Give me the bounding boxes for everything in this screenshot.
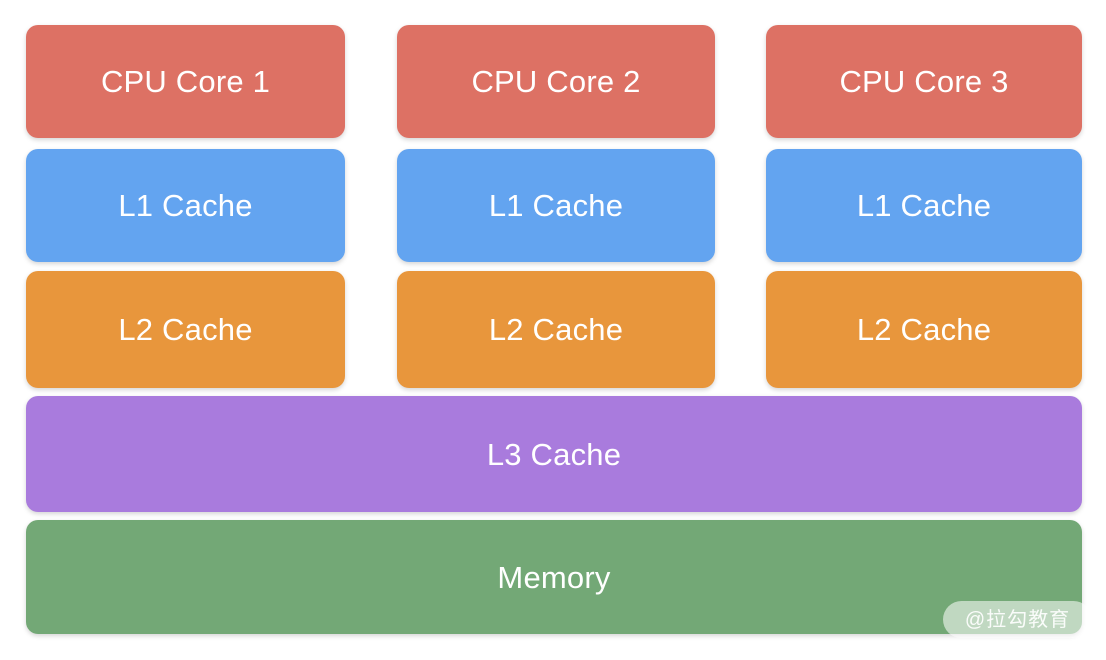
cpu-core-1-block: CPU Core 1: [26, 25, 345, 138]
l1-cache-core-3-block: L1 Cache: [766, 149, 1082, 262]
l3-cache-label: L3 Cache: [486, 436, 622, 472]
memory-label: Memory: [497, 559, 611, 595]
l1-cache-core-3-label: L1 Cache: [856, 188, 992, 223]
l1-cache-core-1-label: L1 Cache: [118, 188, 253, 223]
l2-cache-core-2-label: L2 Cache: [488, 312, 624, 347]
l3-cache-block: L3 Cache: [26, 396, 1082, 512]
l1-cache-core-2-label: L1 Cache: [488, 188, 624, 223]
l2-cache-core-3-label: L2 Cache: [856, 312, 992, 347]
cpu-core-1-label: CPU Core 1: [100, 64, 271, 99]
cpu-core-3-label: CPU Core 3: [839, 64, 1009, 99]
memory-block: Memory: [26, 520, 1082, 634]
cpu-core-2-label: CPU Core 2: [471, 64, 641, 99]
l1-cache-core-2-block: L1 Cache: [397, 149, 715, 262]
l2-cache-core-1-label: L2 Cache: [118, 312, 253, 347]
l1-cache-core-1-block: L1 Cache: [26, 149, 345, 262]
l2-cache-core-1-block: L2 Cache: [26, 271, 345, 388]
cpu-core-3-block: CPU Core 3: [766, 25, 1082, 138]
watermark-text: @拉勾教育: [964, 608, 1071, 631]
l2-cache-core-2-block: L2 Cache: [397, 271, 715, 388]
cpu-core-2-block: CPU Core 2: [397, 25, 715, 138]
l2-cache-core-3-block: L2 Cache: [766, 271, 1082, 388]
watermark-badge: @拉勾教育: [943, 601, 1092, 638]
